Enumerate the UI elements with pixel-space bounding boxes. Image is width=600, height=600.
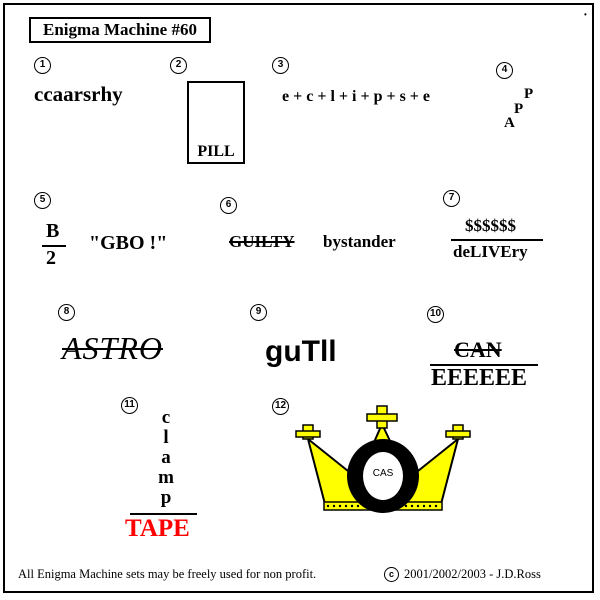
- puzzle-number-10: 10: [427, 306, 444, 323]
- footer-copyright: 2001/2002/2003 - J.D.Ross: [404, 567, 541, 581]
- puzzle-5-denominator: 2: [46, 247, 56, 269]
- puzzle-6-text: bystander: [323, 232, 396, 251]
- copyright-icon: c: [384, 567, 399, 582]
- puzzle-number-11: 11: [121, 397, 138, 414]
- pill-box: PILL: [187, 81, 245, 164]
- puzzle-number-4: 4: [496, 62, 513, 79]
- puzzle-4-letter-middle: P: [514, 101, 524, 117]
- puzzle-number-12: 12: [272, 398, 289, 415]
- crown-text: CAS: [372, 468, 394, 479]
- puzzle-number-1: 1: [34, 57, 51, 74]
- puzzle-number-2: 2: [170, 57, 187, 74]
- page-title: Enigma Machine #60: [29, 17, 211, 43]
- clamp-letter-p: p: [160, 487, 172, 508]
- puzzle-6-struck: GUILTY: [229, 232, 295, 251]
- puzzle-7-denominator: deLIVEry: [453, 242, 528, 261]
- puzzle-9-text: guTll: [265, 335, 337, 368]
- puzzle-number-6: 6: [220, 197, 237, 214]
- puzzle-11-bottom: TAPE: [125, 515, 190, 542]
- puzzle-4-letter-bottom: A: [504, 115, 515, 131]
- puzzle-number-7: 7: [443, 190, 460, 207]
- puzzle-3-text: e + c + l + i + p + s + e: [282, 88, 431, 105]
- puzzle-number-8: 8: [58, 304, 75, 321]
- puzzle-number-3: 3: [272, 57, 289, 74]
- corner-mark: •: [584, 10, 587, 19]
- footer-license: All Enigma Machine sets may be freely us…: [18, 567, 317, 581]
- clamp-letter-a: a: [161, 447, 171, 468]
- crown-icon: [295, 405, 471, 513]
- puzzle-5-quote: "GBO !": [89, 232, 168, 254]
- page-frame: [3, 3, 594, 593]
- puzzle-7-numerator: $$$$$$: [465, 216, 516, 235]
- pill-label: PILL: [197, 143, 235, 160]
- puzzle-number-9: 9: [250, 304, 267, 321]
- puzzle-4-letter-top: P: [524, 86, 534, 102]
- clamp-letter-l: l: [163, 427, 169, 448]
- puzzle-10-denominator: EEEEEE: [431, 365, 528, 391]
- puzzle-11-letters: c l a m p: [158, 408, 174, 508]
- puzzle-10-fraction-bar: [430, 364, 538, 366]
- puzzle-1-text: ccaarsrhy: [34, 82, 123, 106]
- puzzle-10-struck: CAN: [454, 337, 502, 362]
- puzzle-7-fraction-bar: [451, 239, 543, 241]
- puzzle-11-line: [130, 513, 197, 515]
- clamp-letter-m: m: [158, 467, 174, 488]
- puzzle-number-5: 5: [34, 192, 51, 209]
- puzzle-5-fraction-bar: [42, 245, 66, 247]
- puzzle-8-struck: ASTRO: [62, 330, 163, 366]
- clamp-letter-c: c: [161, 407, 171, 428]
- puzzle-5-numerator: B: [46, 220, 60, 242]
